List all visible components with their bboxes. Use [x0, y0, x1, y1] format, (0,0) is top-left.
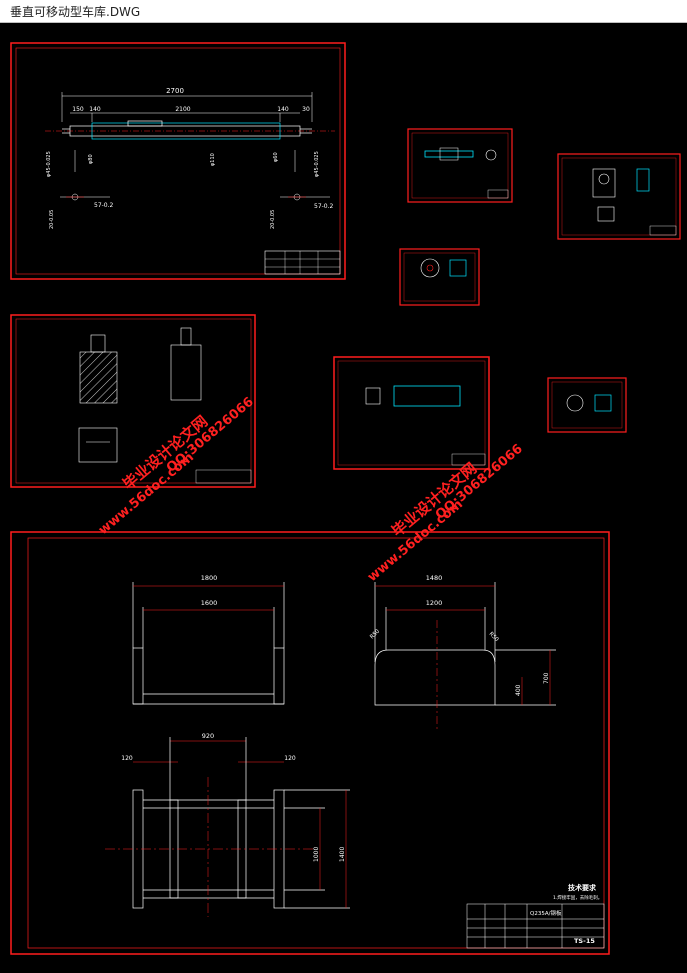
dim-400: 400 — [515, 684, 522, 696]
dim-700: 700 — [543, 672, 550, 684]
shaft-dim-lines — [60, 92, 330, 201]
title-block — [487, 189, 509, 199]
window-titlebar: 垂直可移动型车库.DWG — [0, 0, 687, 23]
cad-drawing-canvas[interactable]: 2700 150 140 2100 140 30 φ80 φ110 φ45-0.… — [0, 22, 687, 973]
sheet-long-shaft[interactable] — [333, 356, 490, 470]
sheet-small-shaft[interactable] — [407, 128, 513, 203]
dim-phi80: φ80 — [88, 154, 94, 164]
part-ladder-frame — [105, 737, 350, 917]
watermark-lower: www.56doc.com 毕业设计论文网 QQ:306826066 — [365, 441, 526, 585]
dim-total-length: 2700 — [166, 87, 184, 95]
title-block — [451, 453, 486, 466]
dim-20-right: 20-0.05 — [270, 210, 276, 229]
dim-30: 30 — [302, 106, 310, 113]
dim-1400: 1400 — [339, 847, 346, 862]
tech-req-title: 技术要求 — [568, 883, 597, 892]
dim-920: 920 — [202, 732, 214, 740]
material-label: Q235A/钢板 — [530, 909, 562, 917]
dim-140-right: 140 — [277, 106, 289, 113]
dim-1000: 1000 — [313, 847, 320, 862]
dim-20-left: 20-0.05 — [49, 210, 55, 229]
sheet-shaft[interactable]: 2700 150 140 2100 140 30 φ80 φ110 φ45-0.… — [10, 42, 346, 280]
sheet-inner-border — [15, 47, 341, 275]
sheet-gear-right[interactable] — [547, 377, 627, 433]
window-title: 垂直可移动型车库.DWG — [10, 5, 141, 19]
dim-120-left: 120 — [121, 755, 133, 762]
dim-1480: 1480 — [426, 574, 443, 582]
tech-req-line: 1.焊接牢固，去除毛刺。 — [553, 894, 602, 901]
bracket-section-hatched — [79, 351, 118, 404]
dim-phi45-right: φ45-0.025 — [314, 151, 320, 177]
sheet-gear-left[interactable] — [399, 248, 480, 306]
part-u-frame — [132, 582, 285, 705]
sheet-bearing-seat[interactable] — [557, 153, 681, 240]
drawing-number: TS-15 — [574, 937, 595, 945]
dim-phi110: φ110 — [210, 153, 216, 166]
dim-1800: 1800 — [201, 574, 218, 582]
title-block — [195, 469, 252, 484]
dim-140-left: 140 — [89, 106, 101, 113]
dim-150: 150 — [72, 106, 84, 113]
sheet-bracket[interactable] — [10, 314, 256, 488]
title-block — [466, 903, 605, 949]
dim-phi60: φ60 — [273, 152, 279, 162]
dim-120-right: 120 — [284, 755, 296, 762]
watermark-upper: www.56doc.com 毕业设计论文网 QQ:306826066 — [96, 394, 257, 538]
dim-57-right: 57-0.2 — [314, 203, 334, 210]
part-bent-plate — [374, 582, 556, 732]
title-block — [264, 250, 341, 275]
shaft-body — [45, 120, 335, 140]
sheet-frame[interactable]: 1800 1600 1480 1200 400 700 R50 R50 — [10, 531, 610, 955]
dim-phi45-left: φ45-0.025 — [46, 151, 52, 177]
dim-2100: 2100 — [175, 106, 190, 113]
dim-1600: 1600 — [201, 599, 218, 607]
sheet-border — [10, 42, 346, 280]
title-block — [649, 225, 677, 236]
part-shaft — [424, 150, 474, 158]
dim-r50-right: R50 — [488, 631, 500, 643]
dim-57-left: 57-0.2 — [94, 202, 114, 209]
dim-1200: 1200 — [426, 599, 443, 607]
